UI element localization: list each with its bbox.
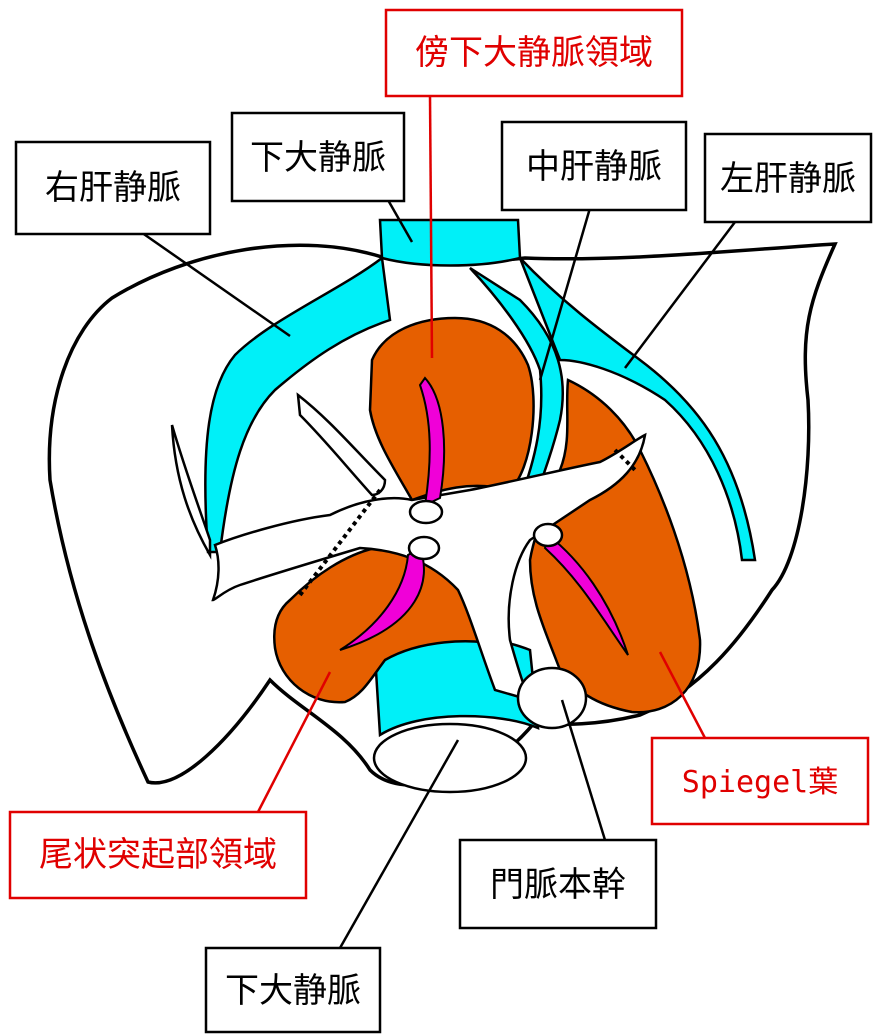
label-caudate-process-region: 尾状突起部領域: [10, 812, 306, 898]
label-right-hepatic-vein: 右肝静脈: [16, 142, 210, 234]
label-spiegel-lobe: Spiegel葉: [652, 738, 868, 824]
label-paracaval-region-text: 傍下大静脈領域: [415, 33, 653, 73]
label-paracaval-region: 傍下大静脈領域: [386, 10, 682, 96]
portal-trunk-opening: [518, 668, 586, 728]
label-ivc-top: 下大静脈: [232, 113, 404, 201]
label-ivc-top-text: 下大静脈: [250, 138, 386, 178]
label-right-hepatic-vein-text: 右肝静脈: [45, 168, 181, 208]
portal-opening-2: [409, 537, 439, 559]
label-ivc-bottom: 下大静脈: [206, 948, 380, 1032]
portal-opening-1: [410, 501, 442, 523]
ivc-bottom-opening: [374, 724, 526, 792]
label-portal-trunk-text: 門脈本幹: [490, 865, 626, 905]
ivc-top-segment: [380, 220, 520, 266]
portal-opening-3: [534, 524, 562, 546]
label-spiegel-lobe-text: Spiegel葉: [682, 765, 838, 800]
label-middle-hepatic-vein: 中肝静脈: [502, 122, 686, 210]
label-ivc-bottom-text: 下大静脈: [225, 971, 361, 1011]
label-left-hepatic-vein-text: 左肝静脈: [720, 159, 856, 199]
label-caudate-process-region-text: 尾状突起部領域: [39, 835, 277, 875]
label-left-hepatic-vein: 左肝静脈: [705, 134, 871, 222]
label-middle-hepatic-vein-text: 中肝静脈: [526, 147, 662, 187]
label-portal-trunk: 門脈本幹: [460, 840, 656, 928]
